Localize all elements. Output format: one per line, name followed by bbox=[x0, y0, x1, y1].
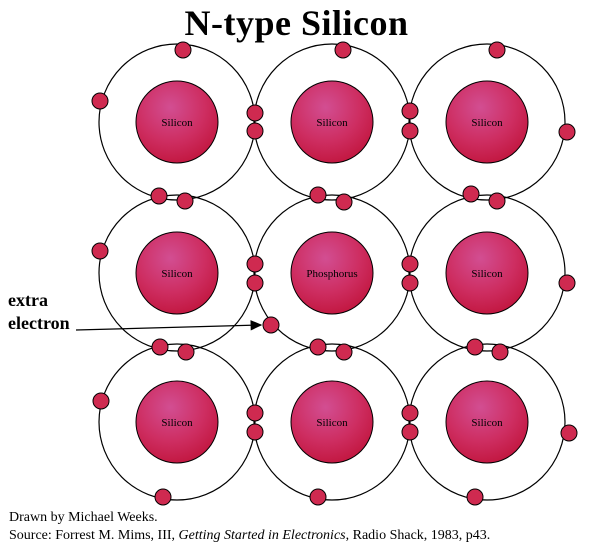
electron bbox=[401, 102, 419, 120]
electron bbox=[466, 338, 484, 356]
electron bbox=[335, 343, 353, 361]
electron bbox=[401, 274, 419, 292]
extra-electron-label: extra electron bbox=[8, 289, 70, 335]
electron bbox=[91, 92, 109, 110]
nucleus bbox=[290, 80, 374, 164]
atom-label: Silicon bbox=[471, 268, 503, 280]
electron bbox=[335, 193, 353, 211]
nucleus bbox=[135, 380, 219, 464]
electron bbox=[462, 185, 480, 203]
orbit-ring bbox=[253, 343, 411, 501]
orbit-ring bbox=[408, 194, 566, 352]
electron bbox=[246, 255, 264, 273]
annotation-line2: electron bbox=[8, 313, 70, 333]
electron bbox=[174, 41, 192, 59]
nuclei bbox=[135, 80, 529, 464]
electrons bbox=[91, 41, 578, 506]
atom-labels: Silicon Silicon Silicon Silicon Phosphor… bbox=[161, 117, 503, 429]
electron bbox=[151, 338, 169, 356]
credit-source-book: Getting Started in Electronics bbox=[178, 528, 346, 543]
nucleus bbox=[135, 231, 219, 315]
credit-source-prefix: Source: Forrest M. Mims, III, bbox=[9, 528, 179, 543]
nucleus bbox=[445, 80, 529, 164]
atom-label: Silicon bbox=[316, 117, 348, 129]
electron bbox=[488, 192, 506, 210]
electron bbox=[309, 186, 327, 204]
electron bbox=[558, 123, 576, 141]
electron bbox=[466, 488, 484, 506]
orbit-ring bbox=[253, 194, 411, 352]
electron bbox=[401, 122, 419, 140]
orbit-ring bbox=[98, 194, 256, 352]
electron bbox=[309, 338, 327, 356]
electron bbox=[177, 343, 195, 361]
electron bbox=[154, 488, 172, 506]
annotation-line1: extra bbox=[8, 290, 48, 310]
atom-label: Silicon bbox=[316, 417, 348, 429]
electron bbox=[401, 423, 419, 441]
electron bbox=[91, 242, 109, 260]
nucleus bbox=[135, 80, 219, 164]
extra-electron bbox=[262, 316, 280, 334]
extra-electron-arrow bbox=[75, 320, 263, 331]
credits: Drawn by Michael Weeks. Source: Forrest … bbox=[9, 509, 490, 545]
atom-label: Silicon bbox=[471, 417, 503, 429]
electron bbox=[560, 424, 578, 442]
nucleus bbox=[290, 380, 374, 464]
electron bbox=[246, 274, 264, 292]
electron bbox=[246, 423, 264, 441]
atom-label: Silicon bbox=[161, 417, 193, 429]
page-title: N-type Silicon bbox=[184, 3, 409, 43]
credit-author: Drawn by Michael Weeks. bbox=[9, 510, 158, 525]
nucleus bbox=[445, 231, 529, 315]
electron bbox=[246, 122, 264, 140]
electron bbox=[176, 192, 194, 210]
electron bbox=[401, 255, 419, 273]
credit-source: Source: Forrest M. Mims, III, Getting St… bbox=[9, 527, 490, 545]
electron bbox=[401, 404, 419, 422]
nucleus bbox=[445, 380, 529, 464]
electron bbox=[246, 404, 264, 422]
orbit-ring bbox=[98, 343, 256, 501]
credit-source-suffix: , Radio Shack, 1983, p43. bbox=[345, 528, 491, 543]
electron bbox=[488, 41, 506, 59]
electron bbox=[491, 343, 509, 361]
atom-label: Silicon bbox=[161, 117, 193, 129]
electron bbox=[309, 488, 327, 506]
orbit-ring bbox=[408, 343, 566, 501]
electron bbox=[334, 41, 352, 59]
orbit-ring bbox=[253, 43, 411, 201]
atom-label: Silicon bbox=[161, 268, 193, 280]
electron bbox=[558, 274, 576, 292]
atom-label: Silicon bbox=[471, 117, 503, 129]
electron bbox=[246, 104, 264, 122]
atom-label-phosphorus: Phosphorus bbox=[306, 268, 357, 280]
electron bbox=[92, 392, 110, 410]
electron bbox=[150, 187, 168, 205]
nucleus-phosphorus bbox=[290, 231, 374, 315]
orbit-ring bbox=[408, 43, 566, 201]
